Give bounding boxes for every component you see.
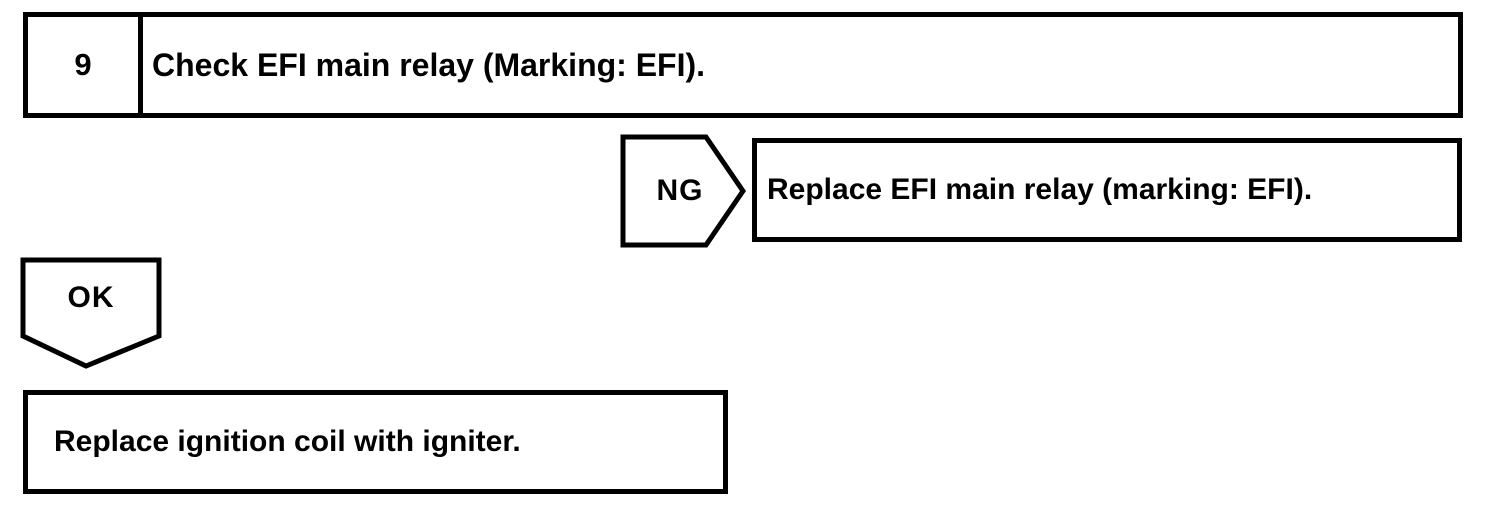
ng-action-box: Replace EFI main relay (marking: EFI).: [752, 138, 1462, 242]
ok-connector-arrow: [20, 257, 162, 369]
ng-connector-label: NG: [656, 174, 704, 207]
step-number: 9: [28, 17, 143, 113]
step-box: 9 Check EFI main relay (Marking: EFI).: [23, 12, 1463, 118]
ng-action-text: Replace EFI main relay (marking: EFI).: [767, 173, 1313, 206]
ok-action-box: Replace ignition coil with igniter.: [23, 390, 728, 494]
ng-connector-arrow: [620, 134, 746, 248]
ok-action-text: Replace ignition coil with igniter.: [54, 425, 521, 458]
step-instruction: Check EFI main relay (Marking: EFI).: [152, 46, 706, 83]
ok-connector-label: OK: [67, 281, 115, 314]
